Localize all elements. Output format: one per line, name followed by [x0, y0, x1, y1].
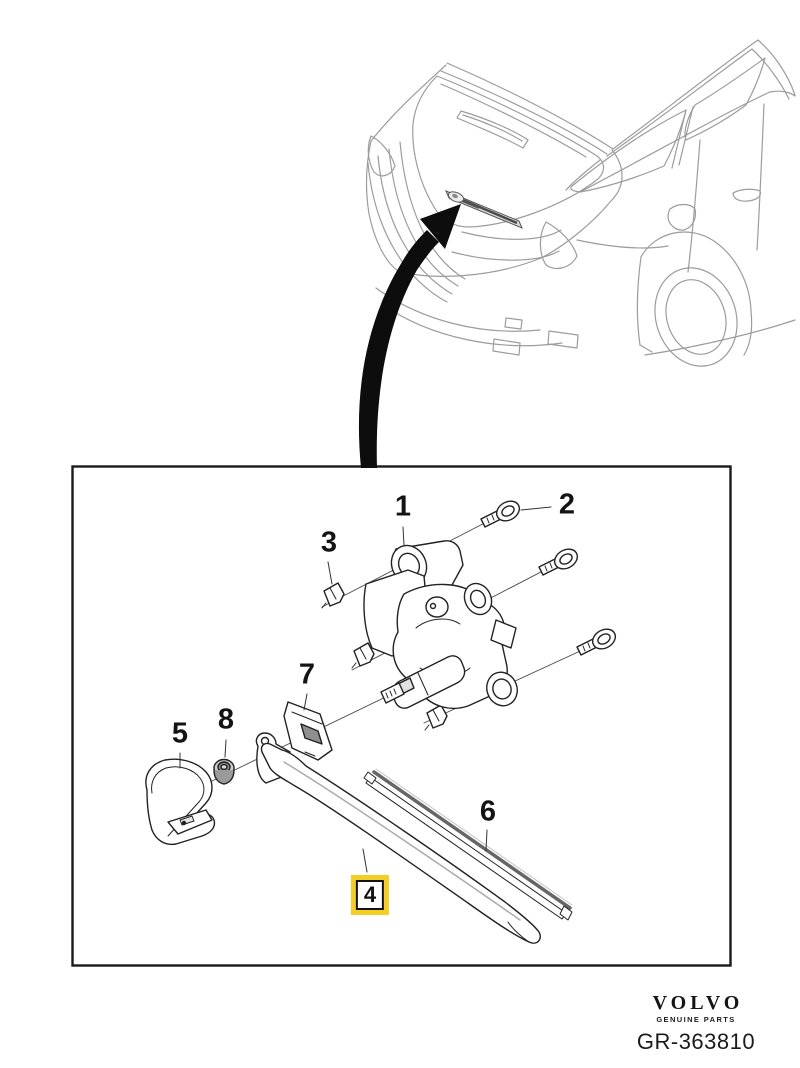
- car-rear-wiper: [445, 190, 523, 229]
- parts-diagram-frame: [71, 465, 732, 967]
- callout-7[interactable]: 7: [298, 658, 316, 691]
- callout-1[interactable]: 1: [394, 490, 412, 523]
- wiper-arm-part[interactable]: [260, 742, 541, 944]
- drawing-reference: GR-363810: [636, 1029, 756, 1054]
- callout-8[interactable]: 8: [217, 703, 235, 736]
- callout-5[interactable]: 5: [171, 717, 189, 750]
- genuine-parts-label: GENUINE PARTS: [656, 1015, 736, 1024]
- wiper-motor-part: [363, 540, 518, 710]
- bracket-part: [283, 701, 333, 761]
- callout-2[interactable]: 2: [558, 488, 576, 521]
- volvo-logo: VOLVO: [652, 992, 744, 1014]
- callout-6[interactable]: 6: [479, 795, 497, 828]
- cover-cap-part: [145, 758, 216, 846]
- leader-lines: [179, 506, 552, 873]
- screw-parts: [480, 500, 617, 656]
- callout-4-highlight[interactable]: 4: [350, 875, 390, 915]
- arrow-icon: [358, 204, 461, 468]
- wiper-blade-part[interactable]: [363, 768, 573, 921]
- branding-block: VOLVO GENUINE PARTS GR-363810: [636, 993, 756, 1055]
- clip-parts: [321, 582, 448, 731]
- callout-4: 4: [355, 880, 385, 910]
- callout-3[interactable]: 3: [320, 526, 338, 559]
- car-illustration: [365, 39, 796, 367]
- spindle-nut-part: [213, 758, 235, 785]
- exploded-view: [145, 500, 617, 944]
